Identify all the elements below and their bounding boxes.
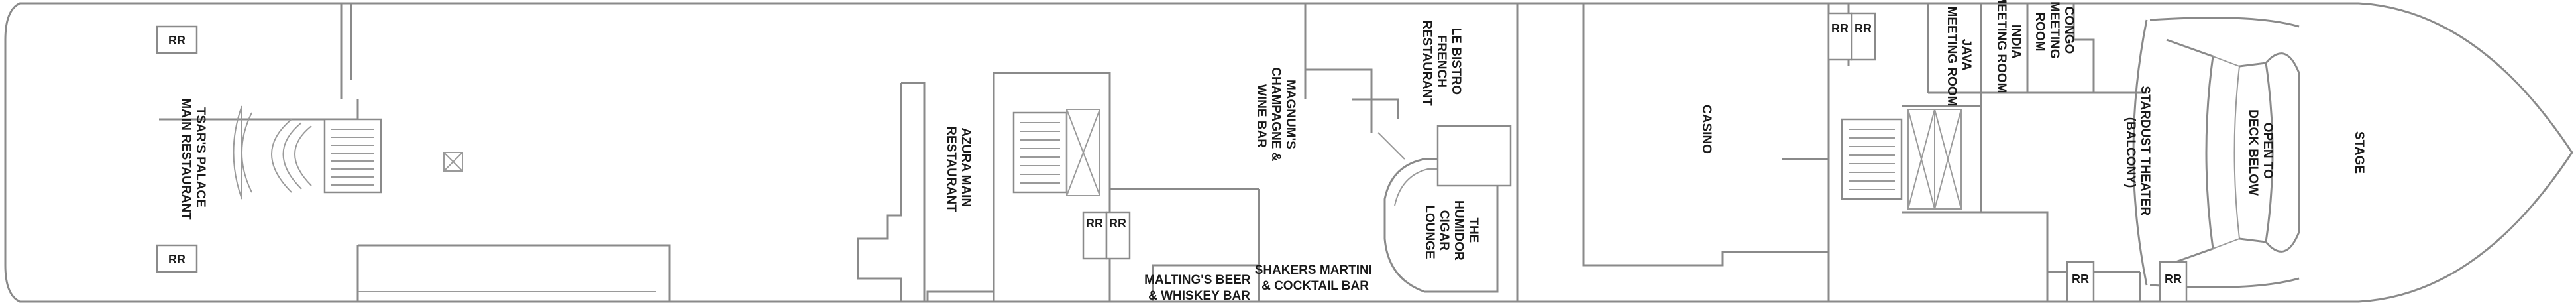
restroom-mid-1: RR — [1082, 211, 1108, 260]
structural-walls — [159, 3, 2147, 302]
restroom-casino-2: RR — [1851, 12, 1876, 61]
stairs-forward — [323, 118, 382, 194]
label-india: INDIA MEETING ROOM — [1994, 0, 2023, 93]
humidor-walls — [1377, 125, 1512, 293]
svg-text:RR: RR — [1086, 217, 1103, 230]
label-open-deck: OPEN TO DECK BELOW — [2246, 109, 2275, 196]
restroom-fwd-top: RR — [156, 25, 198, 54]
label-humidor: THE HUMIDOR CIGAR LOUNGE — [1422, 200, 1480, 264]
elevator-box-2 — [1066, 109, 1100, 196]
label-stardust: STARDUST THEATER (BALCONY) — [2123, 86, 2152, 219]
svg-text:RR: RR — [1831, 22, 1849, 35]
label-java: JAVA MEETING ROOM — [1945, 7, 1973, 107]
svg-text:RR: RR — [168, 253, 186, 266]
label-le-bistro: LE BISTRO FRENCH RESTAURANT — [1420, 20, 1463, 106]
restroom-fwd-bottom: RR — [156, 244, 198, 273]
stairs-mid — [1012, 111, 1068, 194]
svg-text:RR: RR — [1109, 217, 1126, 230]
label-azura: AZURA MAIN RESTAURANT — [944, 126, 973, 212]
stairs-aft — [1841, 118, 1903, 200]
restroom-aft-1: RR — [2066, 261, 2095, 303]
restroom-aft-2: RR — [2159, 261, 2188, 303]
svg-text:RR: RR — [168, 34, 186, 47]
svg-text:RR: RR — [2072, 273, 2089, 286]
label-maltings: MALTING'S BEER & WHISKEY BAR — [1144, 273, 1254, 303]
hull-outline — [4, 2, 2573, 303]
label-casino: CASINO — [1699, 105, 1713, 154]
restroom-mid-2: RR — [1105, 211, 1131, 260]
elevator-box-1 — [443, 152, 463, 172]
svg-text:RR: RR — [2165, 273, 2182, 286]
svg-text:RR: RR — [1854, 22, 1872, 35]
label-congo: CONGO MEETING ROOM — [2033, 1, 2076, 62]
restroom-casino-1: RR — [1827, 12, 1853, 61]
label-stage: STAGE — [2352, 131, 2366, 174]
grand-staircase-curve — [233, 105, 312, 200]
label-magnums: MAGNUM'S CHAMPAGNE & WINE BAR — [1254, 67, 1297, 164]
label-shakers: SHAKERS MARTINI & COCKTAIL BAR — [1255, 263, 1376, 293]
label-tsars-palace: TSAR'S PALACE MAIN RESTAURANT — [179, 98, 207, 220]
